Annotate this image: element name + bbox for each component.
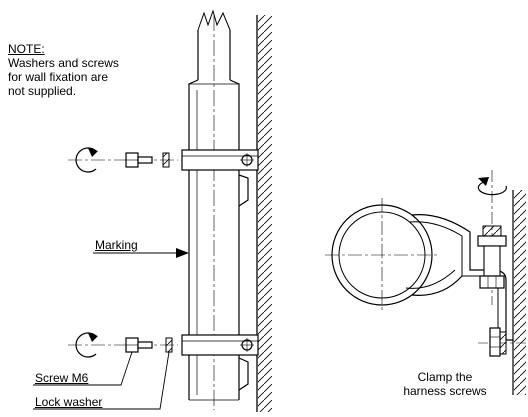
note-line-3: not supplied. xyxy=(8,84,77,98)
caption-line-1: Clamp the xyxy=(417,370,473,384)
note-line-2: for wall fixation are xyxy=(8,70,109,84)
upper-clamp xyxy=(181,149,259,207)
note-line-1: Washers and screws xyxy=(8,56,119,70)
note-heading: NOTE: xyxy=(8,42,45,56)
caption-line-2: harness screws xyxy=(403,384,487,398)
pipe xyxy=(188,9,240,401)
marking-label: Marking xyxy=(95,238,138,252)
clamp-screw xyxy=(477,170,507,305)
leader-lines xyxy=(33,252,184,410)
lower-clamp xyxy=(181,334,259,391)
wall-screw xyxy=(478,327,528,357)
screw-label: Screw M6 xyxy=(35,371,89,385)
lock-washer-label: Lock washer xyxy=(35,395,103,409)
lower-screw-assembly xyxy=(68,332,178,358)
marking-arrow xyxy=(176,248,189,258)
wall-right xyxy=(512,190,526,395)
clamp-cross-section xyxy=(325,198,513,341)
upper-screw-assembly xyxy=(68,147,178,173)
wall-left xyxy=(256,15,272,412)
